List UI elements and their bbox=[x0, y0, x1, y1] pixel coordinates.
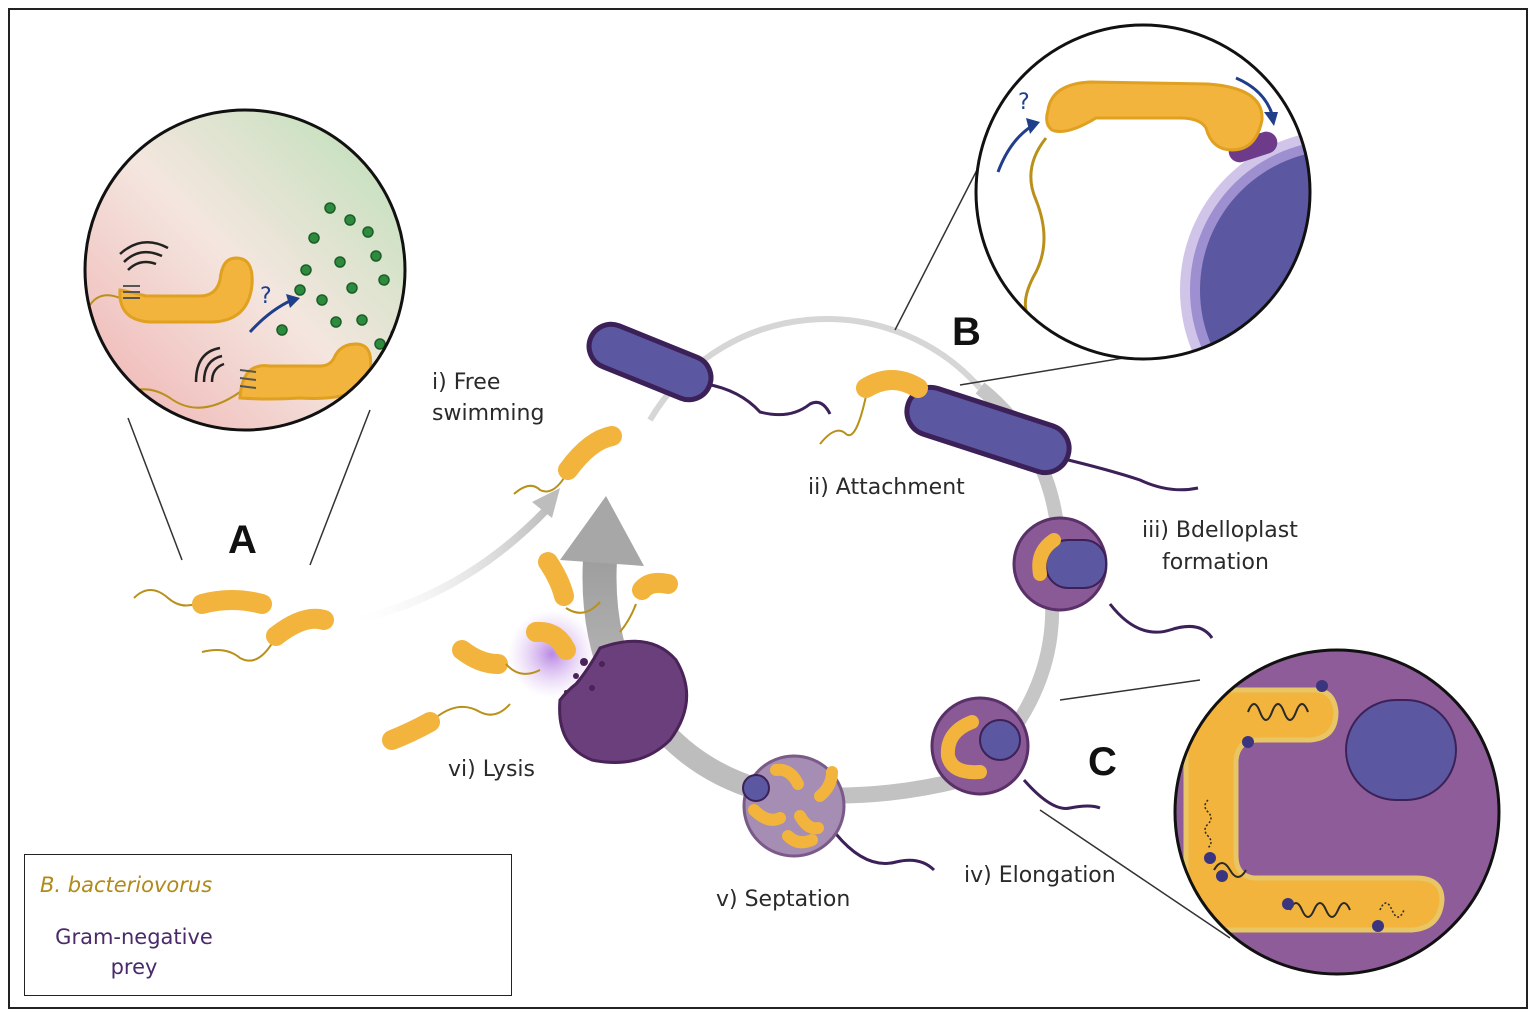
question-mark-a: ? bbox=[260, 284, 272, 309]
stage-label-elongation: iv) Elongation bbox=[964, 863, 1116, 888]
stage-label-bdelloplast: iii) Bdelloplast bbox=[1142, 518, 1298, 543]
question-mark-b: ? bbox=[1018, 90, 1030, 115]
stage-label-free-2: swimming bbox=[432, 401, 545, 426]
rotation-arrow-icon bbox=[996, 124, 1033, 173]
panel-b-magnifier bbox=[894, 23, 1312, 386]
legend-prey-line2: prey bbox=[110, 955, 158, 979]
attachment-stage bbox=[819, 370, 1199, 492]
legend-bdello-label: B. bacteriovorus bbox=[40, 873, 213, 897]
panel-label-b: B bbox=[952, 310, 981, 354]
panel-label-c: C bbox=[1088, 740, 1117, 784]
septation-stage bbox=[742, 754, 936, 872]
legend bbox=[24, 854, 512, 996]
stage-label-attachment: ii) Attachment bbox=[808, 475, 965, 500]
panel-a-magnifier bbox=[83, 108, 407, 566]
stage-label-lysis: vi) Lysis bbox=[448, 757, 536, 782]
stage-label-bdelloplast-2: formation bbox=[1162, 550, 1269, 575]
stage-label-free: i) Free bbox=[432, 370, 501, 395]
bdellovibrio-cell-icon bbox=[118, 256, 254, 324]
panel-label-a: A bbox=[228, 518, 257, 562]
bdellovibrio-cell-icon bbox=[238, 342, 373, 401]
rotation-arrow-icon bbox=[1235, 76, 1274, 115]
lysis-stage bbox=[382, 552, 689, 764]
figure-border bbox=[8, 8, 1528, 1009]
elongation-stage bbox=[930, 696, 1101, 810]
legend-prey-label: Gram-negative prey bbox=[44, 922, 224, 982]
signal-molecules-icon bbox=[276, 202, 402, 350]
free-swimming-cell bbox=[513, 426, 622, 495]
prey-cell-icon bbox=[586, 321, 832, 417]
sensing-waves-icon bbox=[119, 241, 225, 383]
bdellovibrio-pair bbox=[133, 589, 334, 662]
legend-prey-line1: Gram-negative bbox=[55, 925, 213, 949]
panel-c-magnifier bbox=[1039, 648, 1501, 976]
entry-arrow bbox=[344, 488, 560, 626]
stage-label-septation: v) Septation bbox=[716, 887, 851, 912]
bdelloplast-icon bbox=[1012, 516, 1214, 639]
